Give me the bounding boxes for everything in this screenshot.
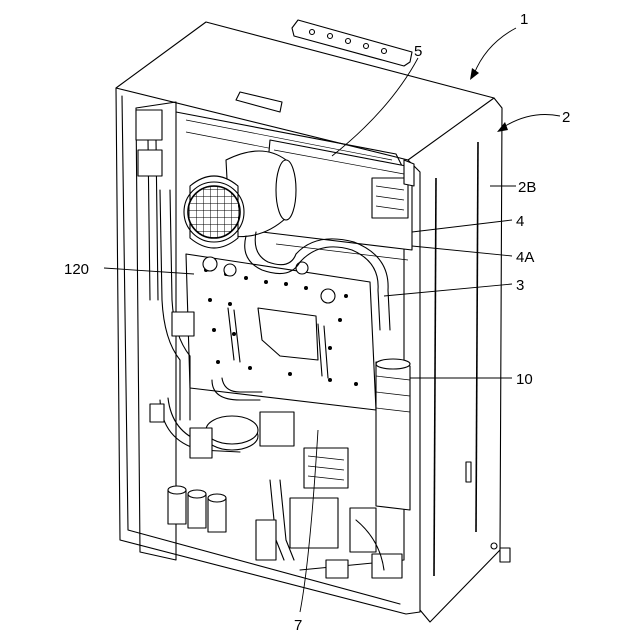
callout-120: 120 — [64, 261, 89, 278]
manifold-plate — [186, 254, 376, 410]
callout-5: 5 — [414, 43, 422, 60]
callout-3: 3 — [516, 277, 524, 294]
callout-10: 10 — [516, 371, 533, 388]
secondary-exchanger — [376, 359, 410, 510]
callout-2: 2 — [562, 109, 570, 126]
callout-2b: 2B — [518, 179, 536, 196]
callout-1: 1 — [520, 11, 528, 28]
callout-7: 7 — [294, 617, 302, 634]
mounting-bracket — [236, 20, 412, 112]
callout-4a: 4A — [516, 249, 534, 266]
callout-4: 4 — [516, 213, 524, 230]
